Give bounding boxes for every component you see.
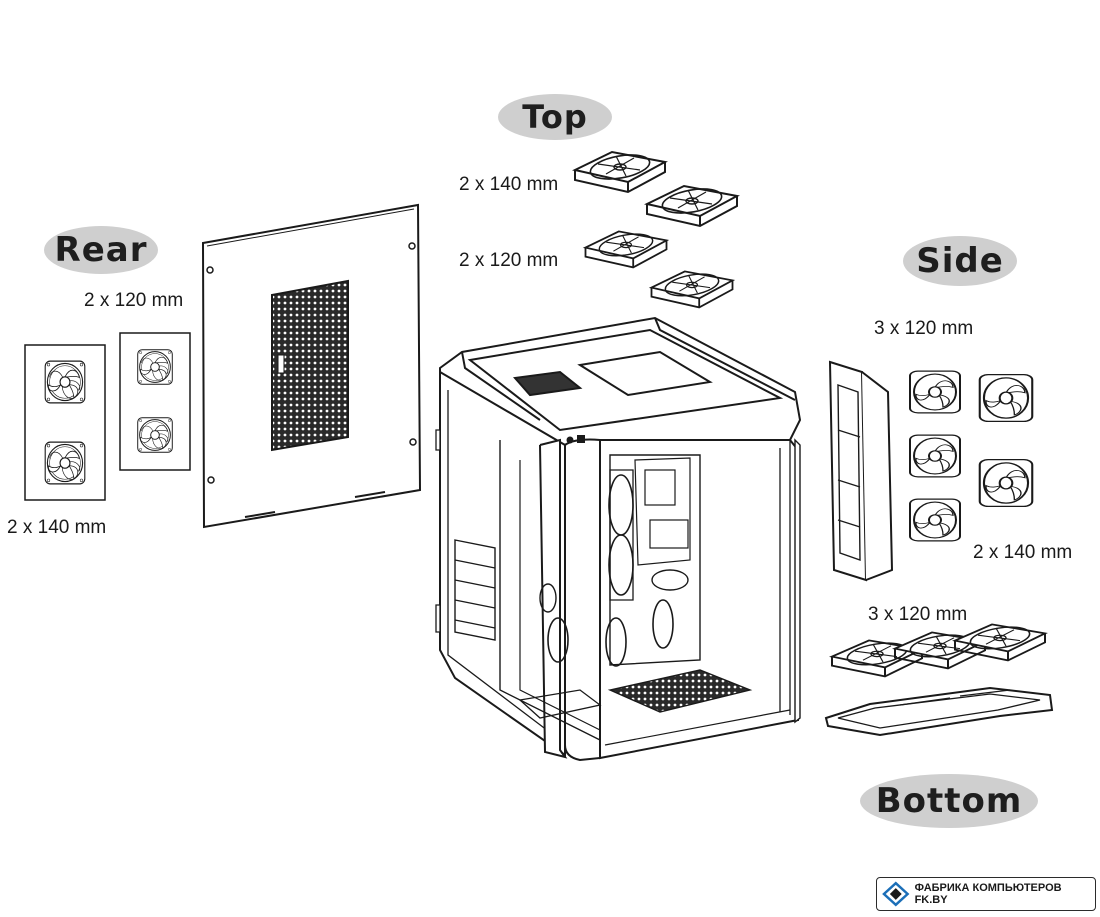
logo-icon bbox=[882, 881, 910, 907]
top-fans-120 bbox=[584, 229, 734, 309]
side-bracket bbox=[828, 360, 894, 582]
top-120-label: 2 x 120 mm bbox=[459, 250, 559, 271]
top-140-label: 2 x 140 mm bbox=[459, 174, 559, 195]
watermark: ФАБРИКА КОМПЬЮТЕРОВ FK.BY bbox=[876, 877, 1096, 911]
side-fans-140 bbox=[978, 373, 1034, 508]
case-chassis bbox=[435, 316, 802, 762]
side-140-label: 2 x 140 mm bbox=[973, 542, 1073, 563]
bottom-120-label: 3 x 120 mm bbox=[868, 604, 968, 625]
side-fans-120 bbox=[909, 370, 961, 542]
rear-120-label: 2 x 120 mm bbox=[84, 290, 184, 311]
rear-140-label: 2 x 140 mm bbox=[7, 517, 107, 538]
bottom-fans-120 bbox=[831, 622, 1046, 678]
label-top: Top bbox=[498, 94, 612, 140]
bottom-bracket bbox=[824, 686, 1054, 737]
top-fans-140 bbox=[574, 149, 738, 227]
rear-fans-120 bbox=[119, 332, 191, 471]
rear-panel bbox=[201, 203, 422, 529]
label-side: Side bbox=[903, 236, 1017, 286]
watermark-text: ФАБРИКА КОМПЬЮТЕРОВ FK.BY bbox=[914, 882, 1062, 906]
label-bottom: Bottom bbox=[860, 774, 1038, 828]
side-120-label: 3 x 120 mm bbox=[874, 318, 974, 339]
label-rear: Rear bbox=[44, 226, 158, 274]
rear-fans-140 bbox=[24, 344, 106, 501]
